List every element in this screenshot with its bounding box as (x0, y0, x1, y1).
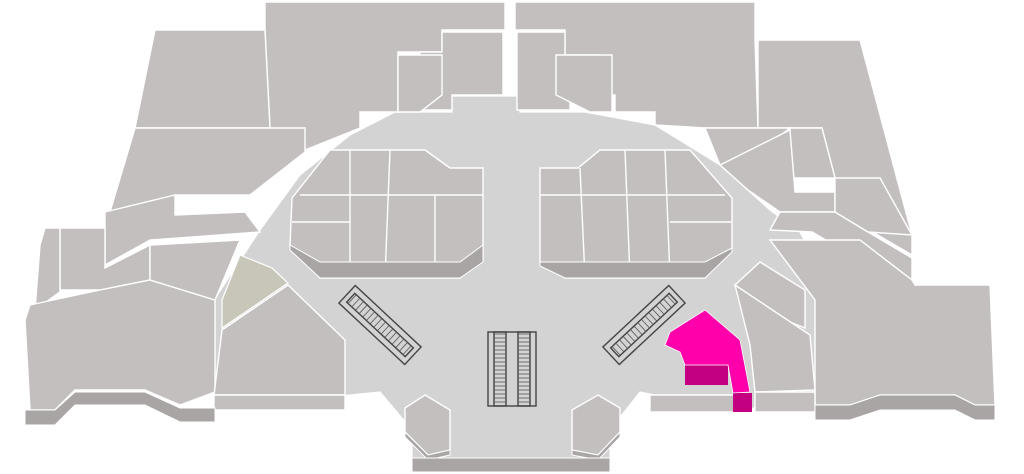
highlighted-store-footprint[interactable] (664, 309, 751, 394)
escalator-step (347, 294, 357, 304)
wall-segment (404, 430, 451, 461)
escalator-step (366, 311, 375, 321)
escalator-step (633, 325, 643, 336)
escalator-step (641, 318, 650, 329)
wall-segment (571, 430, 621, 461)
store-units-east (649, 39, 996, 421)
escalator-center (487, 331, 537, 407)
escalator-step (666, 295, 676, 305)
store-unit[interactable] (289, 149, 484, 279)
vacant-unit[interactable] (221, 254, 289, 330)
wall-segment (814, 394, 996, 421)
escalator-step (388, 331, 397, 342)
escalator-step (355, 301, 364, 311)
escalator-step (659, 301, 669, 312)
escalator-step (399, 342, 408, 352)
escalator-step (630, 329, 639, 339)
escalators (337, 284, 687, 407)
store-unit[interactable] (104, 194, 262, 267)
escalator-step (380, 325, 390, 335)
store-unit[interactable] (514, 1, 759, 129)
escalator-step (402, 345, 412, 355)
store-unit[interactable] (213, 284, 346, 396)
highlighted-store-side (685, 365, 728, 385)
escalator-step (611, 346, 621, 356)
store-unit[interactable] (754, 391, 816, 413)
escalator-step (358, 304, 368, 314)
store-unit[interactable] (539, 149, 733, 279)
escalator-step (648, 312, 658, 322)
island-block-west (289, 149, 484, 279)
escalator-step (391, 335, 401, 345)
escalator-step (362, 308, 372, 318)
escalator-step (663, 298, 672, 308)
escalator-step (637, 322, 647, 332)
highlighted-store-side (733, 393, 752, 412)
store-units-north (134, 1, 759, 151)
store-units-west (24, 127, 346, 426)
escalator-step (655, 305, 665, 315)
escalator-step (615, 342, 625, 353)
store-unit[interactable] (649, 394, 741, 413)
escalator-step (395, 338, 405, 349)
escalator-step (626, 332, 636, 342)
escalator-step (622, 336, 632, 346)
entrance-kiosks (404, 394, 621, 473)
escalator-step (652, 308, 661, 319)
store-unit[interactable] (834, 177, 914, 236)
store-unit[interactable] (24, 279, 216, 411)
store-unit[interactable] (213, 394, 346, 411)
store-unit[interactable] (733, 283, 816, 393)
escalator-step (369, 314, 379, 325)
store-unit[interactable] (397, 54, 443, 113)
store-unit[interactable] (733, 261, 806, 330)
escalator-step (644, 315, 654, 325)
island-block-east (539, 149, 733, 279)
store-unit[interactable] (34, 227, 61, 312)
escalator-step (373, 318, 383, 328)
escalator-step (384, 328, 394, 338)
escalator-west (337, 284, 423, 366)
wall-segment (539, 247, 733, 279)
escalator-step (619, 339, 628, 349)
escalator-east (601, 284, 687, 366)
store-unit[interactable] (555, 54, 613, 113)
store-unit[interactable] (149, 239, 242, 301)
wall-segment (289, 244, 484, 279)
highlighted-store[interactable] (664, 309, 752, 412)
store-unit[interactable] (134, 29, 271, 129)
wall-segment (24, 391, 216, 426)
escalator-step (377, 321, 386, 332)
entrance-threshold (411, 457, 611, 473)
escalator-step (351, 297, 361, 308)
